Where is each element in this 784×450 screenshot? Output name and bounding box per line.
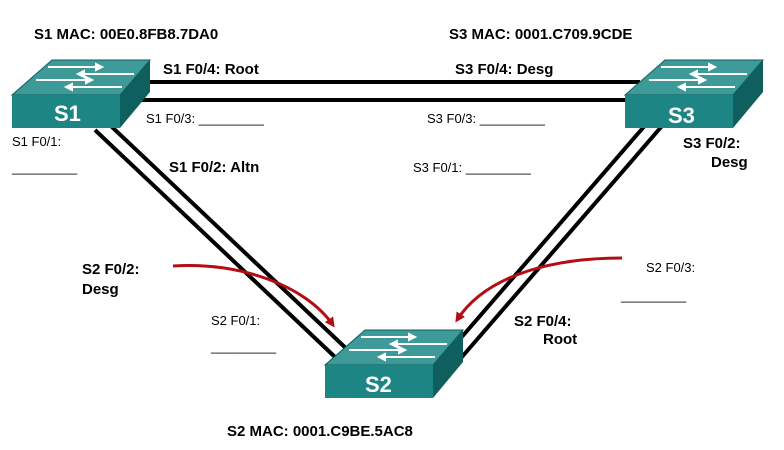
s1-f03-label[interactable]: S1 F0/3: _________ xyxy=(146,111,265,126)
switch-arrows-icon xyxy=(649,62,747,92)
s2-f04-role: Root xyxy=(543,331,577,348)
s2-f02-name: S2 F0/2: xyxy=(82,261,140,278)
switch-s3-label: S3 xyxy=(668,103,695,128)
s2-f01-name: S2 F0/1: xyxy=(211,313,260,328)
s1-f02-label: S1 F0/2: Altn xyxy=(169,159,259,176)
switch-arrows-icon xyxy=(36,62,134,92)
s1-f04-label: S1 F0/4: Root xyxy=(163,61,259,78)
s2-f01-blank[interactable]: _________ xyxy=(210,339,277,354)
switch-s1-label: S1 xyxy=(54,101,81,126)
switch-s2[interactable]: S2 xyxy=(323,329,465,398)
switch-arrows-icon xyxy=(349,332,447,362)
s3-f04-label: S3 F0/4: Desg xyxy=(455,61,553,78)
s2-f04-name: S2 F0/4: xyxy=(514,313,572,330)
s3-f03-label[interactable]: S3 F0/3: _________ xyxy=(427,111,546,126)
s2-f03-blank[interactable]: _________ xyxy=(620,288,687,303)
switch-s1[interactable]: S1 xyxy=(10,59,152,128)
link-s3-s2 xyxy=(445,120,664,360)
arrow-s2-f02 xyxy=(172,264,335,328)
s3-f02-name: S3 F0/2: xyxy=(683,135,741,152)
s3-mac-label: S3 MAC: 0001.C709.9CDE xyxy=(449,26,632,43)
arrow-s2-f04 xyxy=(455,256,623,323)
s1-mac-label: S1 MAC: 00E0.8FB8.7DA0 xyxy=(34,26,218,43)
s3-f01-label[interactable]: S3 F0/1: _________ xyxy=(413,160,532,175)
s2-f03-name: S2 F0/3: xyxy=(646,260,695,275)
link-s1-s3 xyxy=(120,80,640,102)
s1-f01-name: S1 F0/1: xyxy=(12,134,61,149)
switch-s3[interactable]: S3 xyxy=(623,59,765,128)
link-s1-s2 xyxy=(93,124,353,359)
switch-s2-label: S2 xyxy=(365,372,392,397)
s2-mac-label: S2 MAC: 0001.C9BE.5AC8 xyxy=(227,423,413,440)
s3-f02-role: Desg xyxy=(711,154,748,171)
s1-f01-blank[interactable]: _________ xyxy=(11,160,78,175)
s2-f02-role: Desg xyxy=(82,281,119,298)
